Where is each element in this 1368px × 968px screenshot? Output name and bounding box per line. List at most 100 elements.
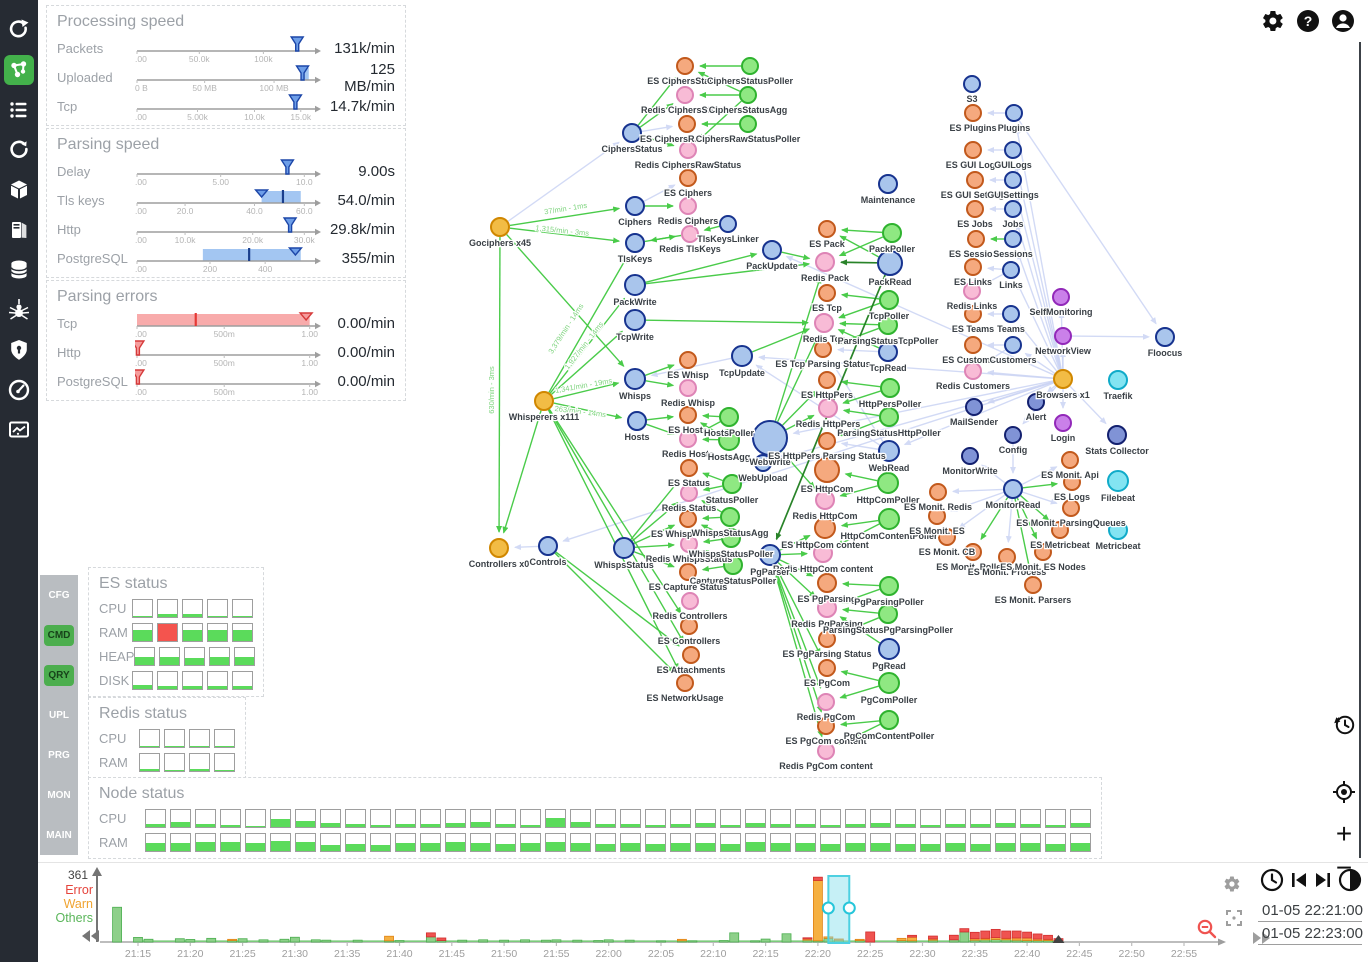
graph-node-redis_controllers[interactable] [682,593,698,609]
sidebar-item-cycle[interactable] [0,130,38,170]
account-icon[interactable] [1330,8,1356,34]
skip-forward-icon[interactable] [1314,871,1332,894]
rewind-icon[interactable] [80,929,100,948]
graph-node-pgcomcontentpoller[interactable] [880,711,898,729]
graph-node-controllers[interactable] [490,539,508,557]
graph-node-traefik[interactable] [1109,371,1127,389]
graph-node-hostspoller[interactable] [720,408,738,426]
help-icon[interactable]: ? [1295,8,1321,34]
settings-icon[interactable] [1260,8,1286,34]
graph-node-stats_collector[interactable] [1108,426,1126,444]
graph-node-tcpwrite[interactable] [625,310,645,330]
graph-node-plugins[interactable] [1006,105,1022,121]
graph-node-redis_pgcom[interactable] [818,694,834,710]
timeline-settings-icon[interactable] [1223,875,1241,898]
graph-node-pgread[interactable] [879,639,899,659]
graph-node-httpperspoller[interactable] [881,379,899,397]
graph-node-tcpupdate[interactable] [732,346,752,366]
graph-node-redis_ciphersrawstatus[interactable] [680,142,696,158]
graph-node-whisps[interactable] [625,369,645,389]
graph-node-parsingstatuspgparsingpoller[interactable] [879,605,897,623]
graph-node-tlskeyslinker[interactable] [720,216,736,232]
graph-node-es_status[interactable] [681,460,697,476]
graph-node-es_gui_settings[interactable] [967,172,983,188]
graph-node-maintenance[interactable] [879,175,897,193]
quick-nav-cfg[interactable]: CFG [40,575,78,615]
sidebar-item-spider[interactable] [0,290,38,330]
graph-node-mailsender[interactable] [966,399,982,415]
graph-node-whispsstatus[interactable] [614,538,634,558]
graph-node-es_sessions[interactable] [968,231,984,247]
graph-node-whisperers[interactable] [535,392,553,410]
sidebar-item-list[interactable] [0,90,38,130]
history-icon[interactable] [1331,712,1357,743]
graph-node-tcppoller[interactable] [880,291,898,309]
graph-node-es_monit_parsingqueues[interactable] [1063,500,1079,516]
quick-nav-main[interactable]: MAIN [40,815,78,855]
selection-handle-left[interactable] [823,903,834,914]
range-start-timestamp[interactable]: 01-05 22:21:00 [1258,899,1362,922]
sidebar-item-gauge[interactable] [0,370,38,410]
graph-node-parsingstatushttppoller[interactable] [880,408,898,426]
graph-node-es_customers[interactable] [965,337,981,353]
graph-node-floocus[interactable] [1156,328,1174,346]
graph-node-ciphers[interactable] [626,197,644,215]
skip-back-icon[interactable] [1290,871,1308,894]
graph-node-guisettings[interactable] [1005,172,1021,188]
sidebar-item-cube[interactable] [0,170,38,210]
graph-node-ciphersstatus[interactable] [623,124,641,142]
graph-node-monitorwrite[interactable] [962,448,978,464]
graph-node-ciphersstatusagg[interactable] [740,87,756,103]
timeline-fit-icon[interactable] [1226,910,1242,931]
graph-node-es_httppers[interactable] [819,372,835,388]
graph-node-es_hosts[interactable] [680,407,696,423]
quick-nav-mon[interactable]: MON [40,775,78,815]
graph-node-s3[interactable] [964,76,980,92]
tls keys-slider[interactable]: .0020.040.060.0 [135,186,331,216]
graph-node-es_whisp[interactable] [680,352,696,368]
graph-node-es_httppers_parsing_status[interactable] [819,433,835,449]
graph-node-es_pgparsing[interactable] [818,574,836,592]
graph-node-es_httpcom[interactable] [815,458,839,482]
graph-node-es_tcp[interactable] [819,285,835,301]
graph-node-es_jobs[interactable] [967,201,983,217]
graph-node-redis_customers[interactable] [965,363,981,379]
sidebar-item-chart-monitor[interactable] [0,410,38,450]
graph-node-ciphersrawstatuspoller[interactable] [740,116,756,132]
graph-node-webwrite[interactable] [753,421,787,455]
graph-node-es_monit_api[interactable] [1062,452,1078,468]
graph-node-jobs[interactable] [1005,201,1021,217]
graph-node-redis_ciphersstatus[interactable] [677,87,693,103]
graph-node-filebeat[interactable] [1108,471,1128,491]
quick-nav-qry[interactable]: QRY [40,655,78,695]
graph-node-tlskeys[interactable] [626,234,644,252]
graph-node-redis_pack[interactable] [816,253,834,271]
graph-node-packupdate[interactable] [763,241,781,259]
sidebar-item-server[interactable] [0,210,38,250]
graph-node-config[interactable] [1005,427,1021,443]
timeline-zoom-out-icon[interactable] [1196,918,1218,945]
graph-node-hosts[interactable] [628,412,646,430]
graph-node-whispsstatusagg[interactable] [721,508,739,526]
graph-node-sessions[interactable] [1005,231,1021,247]
graph-node-links[interactable] [1003,262,1019,278]
graph-node-redis_ciphers[interactable] [680,198,696,214]
graph-node-es_monit_parsers[interactable] [1025,577,1041,593]
graph-node-teams[interactable] [1003,306,1019,322]
half-moon-icon[interactable] [1338,868,1362,897]
graph-node-redis_whisp[interactable] [680,380,696,396]
clock-icon[interactable] [1260,868,1284,897]
graph-node-login[interactable] [1055,415,1071,431]
graph-node-es_pgcom[interactable] [819,660,835,676]
center-target-icon[interactable] [1331,779,1357,810]
sidebar-item-network-graph[interactable] [0,50,38,90]
graph-node-customers[interactable] [1005,337,1021,353]
graph-node-es_whispsstatus[interactable] [680,511,696,527]
graph-node-monitorread[interactable] [1004,480,1022,498]
graph-node-guilogs[interactable] [1005,142,1021,158]
